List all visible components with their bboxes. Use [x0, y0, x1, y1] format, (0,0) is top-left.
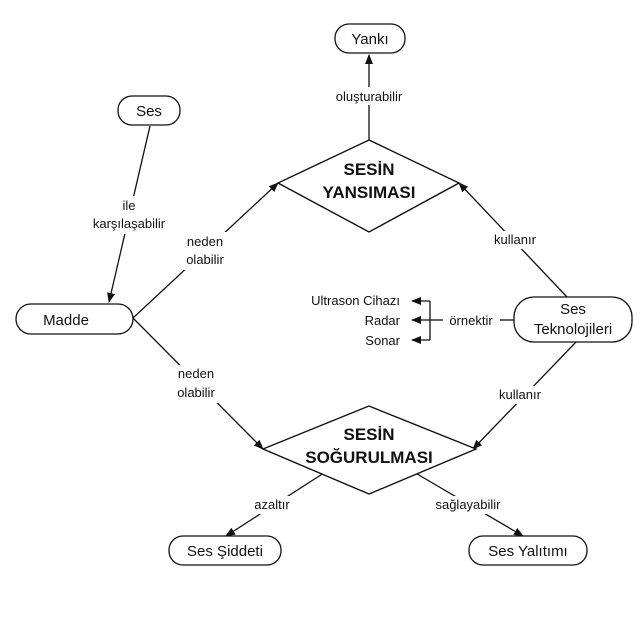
node-madde-label: Madde	[43, 312, 89, 329]
example-radar: Radar	[365, 313, 401, 328]
node-ses-yalitimi-label: Ses Yalıtımı	[488, 543, 567, 560]
node-yanki	[334, 23, 406, 54]
label-olabilir-top: olabilir	[186, 252, 224, 267]
label-ornektir: örnektir	[449, 313, 493, 328]
node-ses-label: Ses	[136, 103, 162, 120]
label-neden-bottom: neden	[178, 366, 214, 381]
node-ses-yalitimi	[468, 535, 588, 566]
node-sesin-sogurulmasi-line2: SOĞURULMASI	[305, 448, 433, 467]
node-madde	[15, 303, 134, 335]
node-ses-siddeti-label: Ses Şiddeti	[187, 543, 263, 560]
label-saglayabilir: sağlayabilir	[435, 497, 501, 512]
node-sesin-sogurulmasi-line1: SESİN	[343, 425, 394, 444]
label-kullanir-bottom: kullanır	[499, 387, 542, 402]
label-ile: ile	[122, 198, 135, 213]
label-karsilasabilir: karşılaşabilir	[93, 216, 166, 231]
node-sesin-sogurulmasi	[261, 405, 478, 495]
example-sonar: Sonar	[365, 333, 400, 348]
node-ses-siddeti	[168, 535, 282, 566]
label-azaltir: azaltır	[254, 497, 290, 512]
label-olusturabilir: oluşturabilir	[336, 89, 403, 104]
node-sesin-yansimasi-line1: SESİN	[343, 160, 394, 179]
node-ses-teknolojileri-line2: Teknolojileri	[534, 321, 612, 338]
label-kullanir-top: kullanır	[494, 232, 537, 247]
node-yanki-label: Yankı	[351, 31, 388, 48]
example-ultrason: Ultrason Cihazı	[311, 293, 400, 308]
label-olabilir-bottom: olabilir	[177, 385, 215, 400]
node-sesin-yansimasi	[276, 139, 461, 233]
node-ses-teknolojileri	[513, 296, 633, 343]
node-sesin-yansimasi-line2: YANSIMASI	[323, 183, 416, 202]
node-ses	[117, 95, 181, 126]
node-ses-teknolojileri-line1: Ses	[560, 301, 586, 318]
label-neden-top: neden	[187, 234, 223, 249]
